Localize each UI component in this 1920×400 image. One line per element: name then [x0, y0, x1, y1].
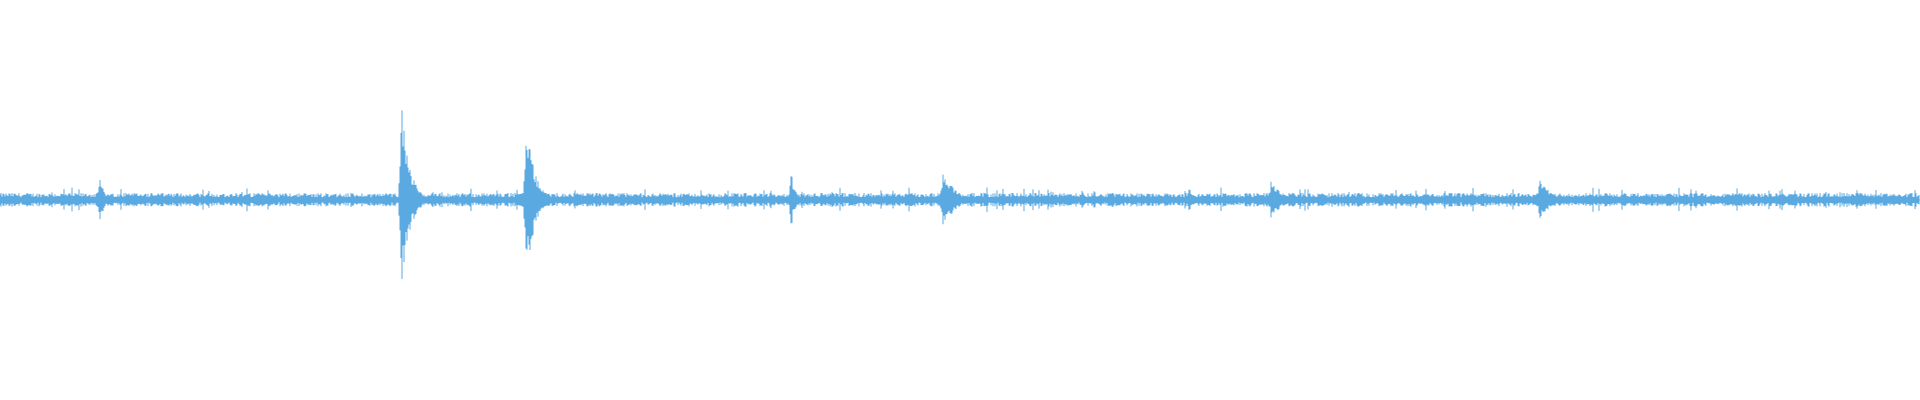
waveform-path — [0, 110, 1920, 279]
